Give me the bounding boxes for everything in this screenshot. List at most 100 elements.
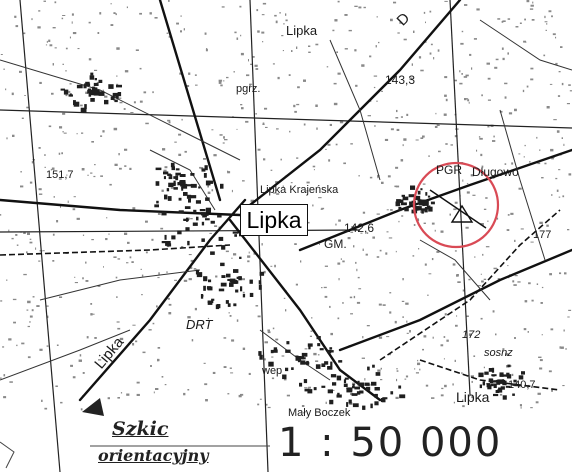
texture-dot — [54, 47, 57, 49]
texture-dot — [496, 217, 499, 220]
building-block — [366, 386, 371, 391]
texture-dot — [90, 303, 93, 305]
building-block — [193, 209, 197, 213]
texture-dot — [76, 217, 80, 220]
building-block — [482, 381, 485, 386]
texture-dot — [255, 68, 259, 70]
texture-dot — [174, 141, 177, 143]
texture-dot — [464, 98, 467, 101]
texture-dot — [556, 130, 560, 133]
texture-dot — [44, 407, 48, 410]
texture-dot — [454, 201, 458, 204]
texture-dot — [480, 317, 483, 320]
building-block — [299, 382, 303, 387]
texture-dot — [372, 236, 375, 239]
texture-dot — [548, 370, 552, 373]
texture-dot — [530, 67, 534, 70]
texture-dot — [430, 43, 433, 46]
texture-dot — [36, 305, 40, 307]
texture-dot — [373, 86, 376, 89]
texture-dot — [69, 36, 71, 39]
texture-dot — [73, 196, 76, 198]
texture-dot — [238, 394, 242, 398]
texture-dot — [267, 331, 271, 334]
texture-dot — [115, 13, 117, 16]
texture-dot — [514, 337, 516, 339]
label-gm: GM. — [324, 237, 347, 251]
building-block — [90, 72, 94, 76]
texture-dot — [487, 99, 491, 101]
texture-dot — [115, 276, 118, 279]
texture-dot — [178, 133, 182, 136]
building-block — [295, 356, 301, 361]
texture-dot — [462, 405, 465, 408]
label-elevation-172: 172 — [462, 329, 481, 341]
texture-dot — [504, 82, 508, 85]
texture-dot — [395, 117, 399, 119]
building-block — [332, 382, 337, 386]
texture-dot — [194, 307, 197, 311]
texture-dot — [39, 348, 43, 351]
texture-dot — [431, 222, 435, 225]
texture-dot — [355, 261, 357, 264]
building-block — [493, 380, 497, 383]
texture-dot — [104, 95, 108, 98]
building-block — [201, 168, 206, 172]
texture-dot — [132, 343, 135, 346]
building-block — [258, 351, 262, 356]
texture-dot — [518, 153, 521, 155]
texture-dot — [480, 153, 483, 157]
texture-dot — [275, 181, 278, 184]
texture-dot — [376, 16, 378, 18]
texture-dot — [549, 83, 553, 85]
texture-dot — [405, 375, 409, 378]
texture-dot — [561, 82, 564, 86]
label-elevation-143: 143,3 — [385, 73, 416, 87]
texture-dot — [226, 76, 229, 79]
texture-dot — [396, 378, 398, 382]
texture-dot — [567, 316, 570, 318]
texture-dot — [546, 23, 548, 25]
texture-dot — [393, 1, 397, 4]
building-block — [362, 405, 366, 410]
texture-dot — [335, 223, 337, 226]
texture-dot — [520, 406, 522, 409]
texture-dot — [98, 359, 102, 361]
texture-dot — [190, 218, 193, 220]
texture-dot — [59, 126, 63, 129]
building-block — [186, 194, 192, 199]
texture-dot — [205, 399, 208, 402]
texture-dot — [61, 152, 63, 155]
texture-dot — [183, 279, 188, 282]
texture-dot — [264, 107, 268, 110]
texture-dot — [105, 238, 108, 241]
building-block — [173, 176, 177, 179]
building-block — [181, 183, 188, 189]
texture-dot — [231, 339, 235, 342]
texture-dot — [453, 401, 455, 404]
texture-dot — [544, 162, 547, 165]
texture-dot — [526, 85, 529, 88]
railway — [0, 209, 561, 391]
texture-dot — [27, 300, 31, 304]
texture-dot — [415, 372, 419, 374]
texture-dot — [116, 47, 120, 50]
texture-dot — [374, 125, 376, 127]
texture-dot — [132, 207, 136, 210]
texture-dot — [443, 358, 445, 360]
texture-dot — [85, 280, 89, 282]
texture-dot — [150, 365, 152, 367]
building-block — [115, 96, 119, 99]
texture-dot — [219, 134, 223, 136]
building-block — [359, 390, 364, 394]
texture-dot — [255, 113, 257, 115]
texture-dot — [119, 101, 123, 104]
label-maly-boczek: Mały Boczek — [288, 407, 351, 419]
texture-dot — [164, 166, 168, 169]
texture-dot — [167, 297, 170, 300]
texture-dot — [332, 389, 335, 391]
building-block — [478, 372, 484, 378]
texture-dot — [376, 100, 378, 102]
texture-dot — [240, 393, 244, 396]
texture-dot — [550, 148, 554, 152]
